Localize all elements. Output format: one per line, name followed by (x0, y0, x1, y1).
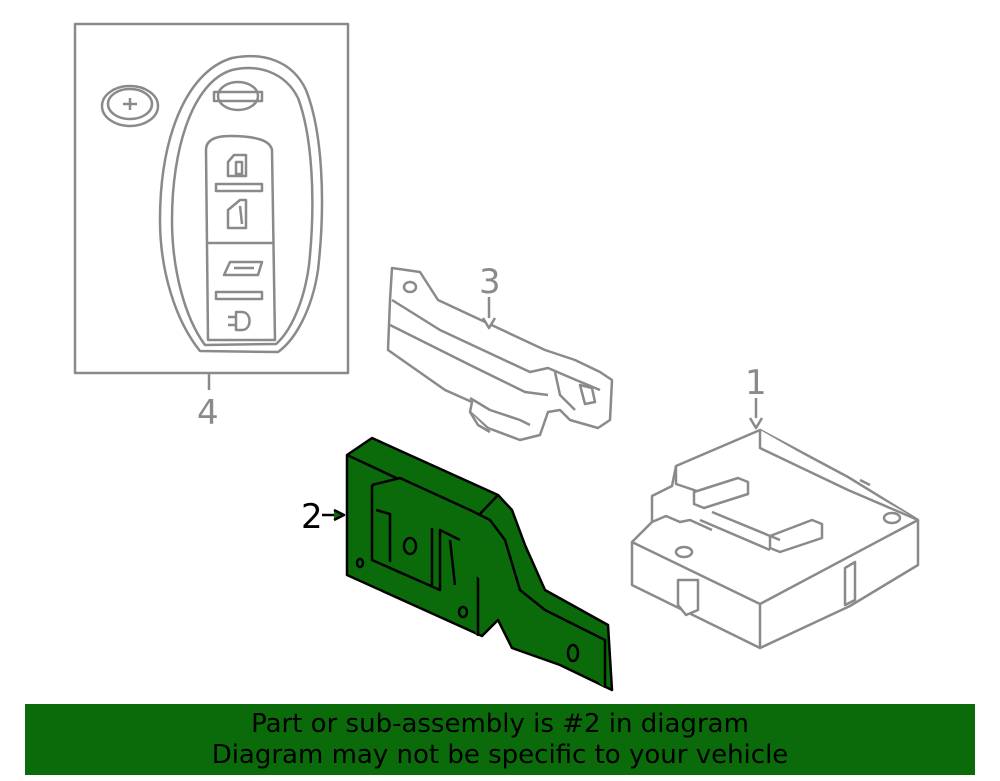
callout-2: 2 (301, 497, 323, 537)
key-fob-icon (158, 54, 324, 354)
lock-icon (226, 153, 248, 178)
callout-1: 1 (745, 363, 767, 403)
panic-icon (228, 310, 251, 332)
part-3-bracket[interactable] (386, 266, 614, 442)
callout-3: 3 (479, 262, 501, 302)
banner-line-1: Part or sub-assembly is #2 in diagram (251, 709, 749, 739)
parts-diagram (73, 22, 920, 692)
part-2-highlighted[interactable] (322, 436, 614, 692)
info-banner: Part or sub-assembly is #2 in diagram Di… (25, 704, 975, 775)
unlock-icon (226, 198, 248, 230)
callout-4: 4 (197, 393, 219, 433)
battery-icon (100, 84, 160, 128)
part-4-key-fob[interactable] (73, 22, 350, 390)
banner-line-2: Diagram may not be specific to your vehi… (211, 740, 789, 770)
trunk-icon (222, 260, 264, 277)
part-1-module[interactable] (630, 398, 920, 650)
